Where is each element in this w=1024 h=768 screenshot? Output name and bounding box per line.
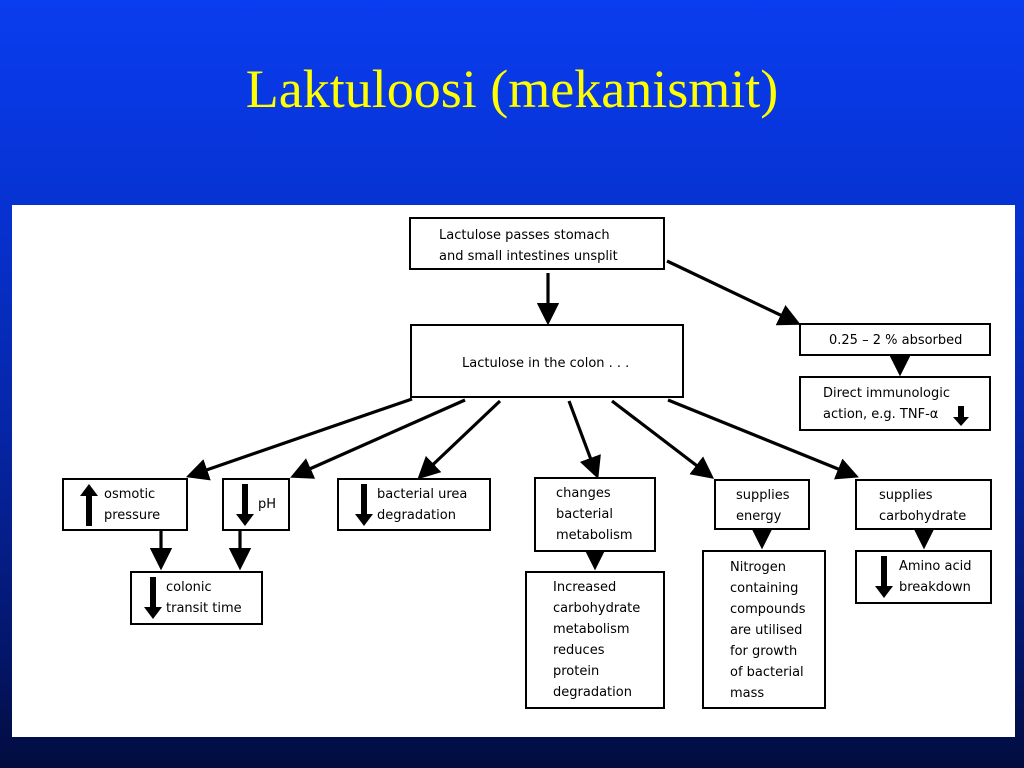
- node-ph: pH: [222, 478, 290, 531]
- diagram-panel: Lactulose passes stomach and small intes…: [12, 205, 1015, 737]
- node-absorbed-text: 0.25 – 2 % absorbed: [829, 333, 963, 348]
- node-amino-acid-text: Amino acid breakdown: [899, 559, 972, 595]
- node-changes-metabolism: changes bacterial metabolism: [534, 477, 656, 552]
- node-nitrogen-compounds: Nitrogen containing compounds are utilis…: [702, 550, 826, 709]
- node-supplies-carbohydrate: supplies carbohydrate: [855, 479, 992, 530]
- node-lactulose-passes: Lactulose passes stomach and small intes…: [409, 217, 665, 270]
- increase-arrow-icon: [80, 484, 98, 526]
- node-increased-carbohydrate: Increased carbohydrate metabolism reduce…: [525, 571, 665, 709]
- node-colonic-transit: colonic transit time: [130, 571, 263, 625]
- node-immunologic: Direct immunologic action, e.g. TNF-α: [799, 376, 991, 431]
- decrease-arrow-icon: [236, 484, 254, 526]
- arrow-top-to-absorbed: [666, 259, 801, 326]
- node-amino-acid: Amino acid breakdown: [855, 550, 992, 604]
- node-lactulose-passes-text: Lactulose passes stomach and small intes…: [439, 228, 618, 264]
- decrease-arrow-icon: [144, 577, 162, 619]
- node-increased-carbohydrate-text: Increased carbohydrate metabolism reduce…: [553, 580, 641, 700]
- node-supplies-energy-text: supplies energy: [736, 488, 790, 524]
- arrow-colon-to-energy: [611, 399, 715, 479]
- arrow-colon-to-osmotic: [185, 397, 413, 481]
- node-nitrogen-compounds-text: Nitrogen containing compounds are utilis…: [730, 560, 806, 701]
- node-osmotic-pressure-text: osmotic pressure: [104, 487, 161, 523]
- node-ph-text: pH: [258, 497, 277, 512]
- decrease-arrow-icon: [355, 484, 373, 526]
- node-osmotic-pressure: osmotic pressure: [62, 478, 188, 531]
- arrow-colon-to-carb: [667, 398, 859, 480]
- slide-title: Laktuloosi (mekanismit): [245, 59, 779, 119]
- node-changes-metabolism-text: changes bacterial metabolism: [556, 486, 633, 543]
- node-bacterial-urea-text: bacterial urea degradation: [377, 487, 468, 523]
- node-bacterial-urea: bacterial urea degradation: [337, 478, 491, 531]
- arrow-colon-to-ph: [290, 398, 466, 479]
- node-supplies-energy: supplies energy: [714, 479, 810, 530]
- node-colonic-transit-text: colonic transit time: [166, 580, 242, 616]
- node-absorbed: 0.25 – 2 % absorbed: [799, 323, 991, 356]
- node-immunologic-text: Direct immunologic action, e.g. TNF-α: [823, 386, 951, 422]
- arrow-colon-to-urea: [417, 399, 502, 480]
- arrow-colon-to-metabolism: [567, 400, 601, 479]
- decrease-arrow-icon: [953, 406, 969, 426]
- decrease-arrow-icon: [875, 556, 893, 598]
- node-supplies-carbohydrate-text: supplies carbohydrate: [879, 488, 967, 524]
- node-lactulose-colon-text: Lactulose in the colon . . .: [462, 356, 630, 371]
- connector-arrows: [149, 259, 936, 571]
- node-lactulose-colon: Lactulose in the colon . . .: [410, 324, 684, 398]
